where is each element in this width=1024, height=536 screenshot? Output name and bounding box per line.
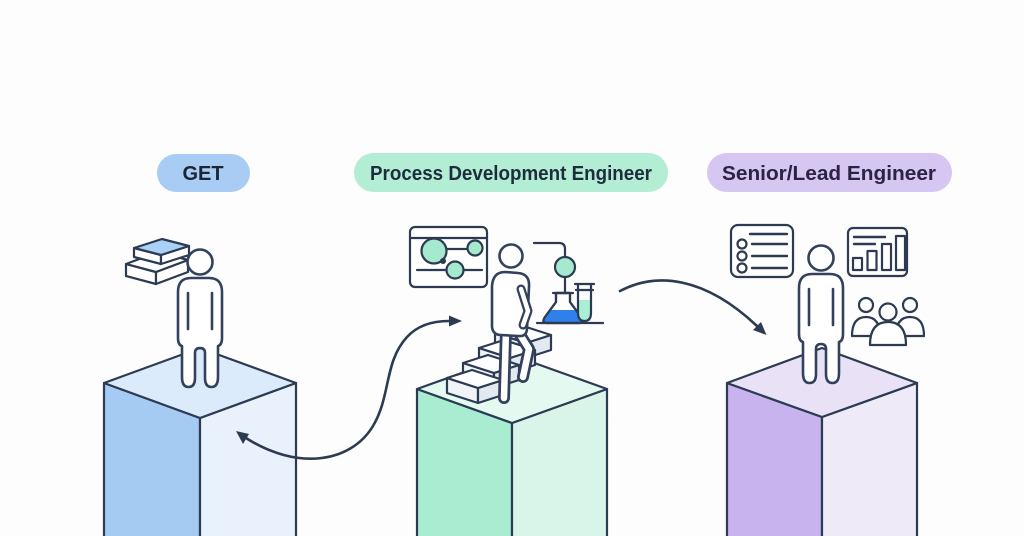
pill-label: GET bbox=[182, 163, 223, 185]
bar-4 bbox=[894, 234, 907, 272]
arrow-stage2-stage3 bbox=[618, 279, 767, 335]
bar-2 bbox=[866, 249, 878, 272]
pill-label: Senior/Lead Engineer bbox=[722, 163, 936, 185]
arrowhead-right bbox=[449, 315, 462, 327]
arrow-stage1-stage2 bbox=[236, 315, 462, 460]
tube-liquid bbox=[578, 300, 591, 321]
pill-senior-lead-engineer: Senior/Lead Engineer bbox=[707, 153, 952, 192]
stage-3-pedestal bbox=[725, 346, 919, 536]
bar-3 bbox=[880, 242, 893, 272]
pill-background bbox=[354, 153, 668, 192]
pill-process-development-engineer: Process Development Engineer bbox=[354, 153, 668, 192]
pedestal-top-face bbox=[725, 346, 919, 419]
process-flow-panel-icon bbox=[408, 225, 489, 289]
head bbox=[498, 243, 524, 269]
team-icon bbox=[850, 296, 926, 347]
arrowhead bbox=[753, 322, 767, 335]
pill-label: Process Development Engineer bbox=[370, 163, 652, 185]
bar-chart-icon bbox=[846, 226, 909, 278]
bar-1 bbox=[851, 256, 864, 272]
pedestal-top-face bbox=[102, 346, 298, 420]
stand-clamp-node bbox=[553, 255, 577, 279]
pill-background bbox=[707, 153, 952, 192]
pill-background bbox=[157, 154, 250, 192]
pill-get: GET bbox=[157, 154, 250, 192]
flow-node-large bbox=[420, 237, 448, 265]
test-tube-icon bbox=[535, 282, 605, 325]
climbing-person-icon bbox=[490, 243, 535, 404]
flow-dot bbox=[440, 258, 446, 264]
flow-node-small bbox=[466, 239, 484, 257]
books-icon bbox=[124, 237, 191, 286]
arrowhead-left bbox=[236, 431, 249, 444]
stage-1-pedestal bbox=[102, 346, 298, 536]
flask-liquid bbox=[543, 310, 583, 323]
flow-node-medium bbox=[445, 260, 465, 280]
checklist-icon bbox=[729, 223, 795, 279]
book-cover bbox=[132, 237, 191, 257]
